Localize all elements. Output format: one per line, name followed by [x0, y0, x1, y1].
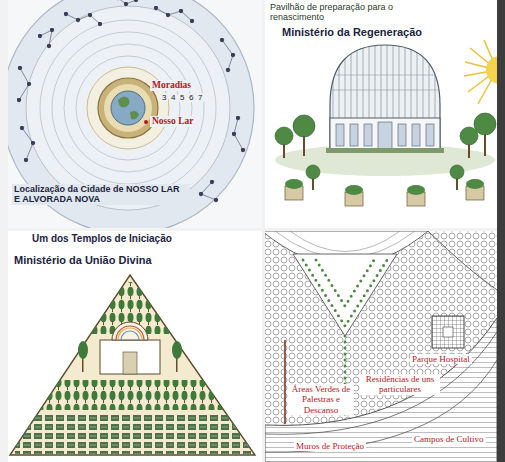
panel-heading: Ministério da União Divina	[12, 254, 154, 267]
place-label: Nosso Lar	[150, 116, 195, 127]
callout-number: 4	[169, 93, 177, 102]
area-label: Campos de Cultivo	[412, 434, 486, 444]
callout-number: 7	[196, 93, 204, 102]
area-label: Parque Hospital	[410, 354, 472, 364]
panel-caption: Um dos Templos de Iniciação	[30, 233, 174, 245]
area-label: Áreas Verdes de Palestras e Descanso	[288, 384, 354, 415]
area-label: Residências de uns particulares	[360, 374, 440, 395]
callout-number: 3	[160, 93, 168, 102]
panel-caption: Localização da Cidade de NOSSO LAR E ALV…	[12, 184, 190, 205]
panel-caption: Pavilhão de preparação para o renascimen…	[268, 2, 408, 23]
area-label: Muros de Proteção	[294, 441, 366, 451]
place-label: Moradias	[150, 80, 193, 91]
callout-number: 6	[187, 93, 195, 102]
callout-number: 5	[178, 93, 186, 102]
panel-heading: Ministério da Regeneração	[280, 26, 424, 39]
